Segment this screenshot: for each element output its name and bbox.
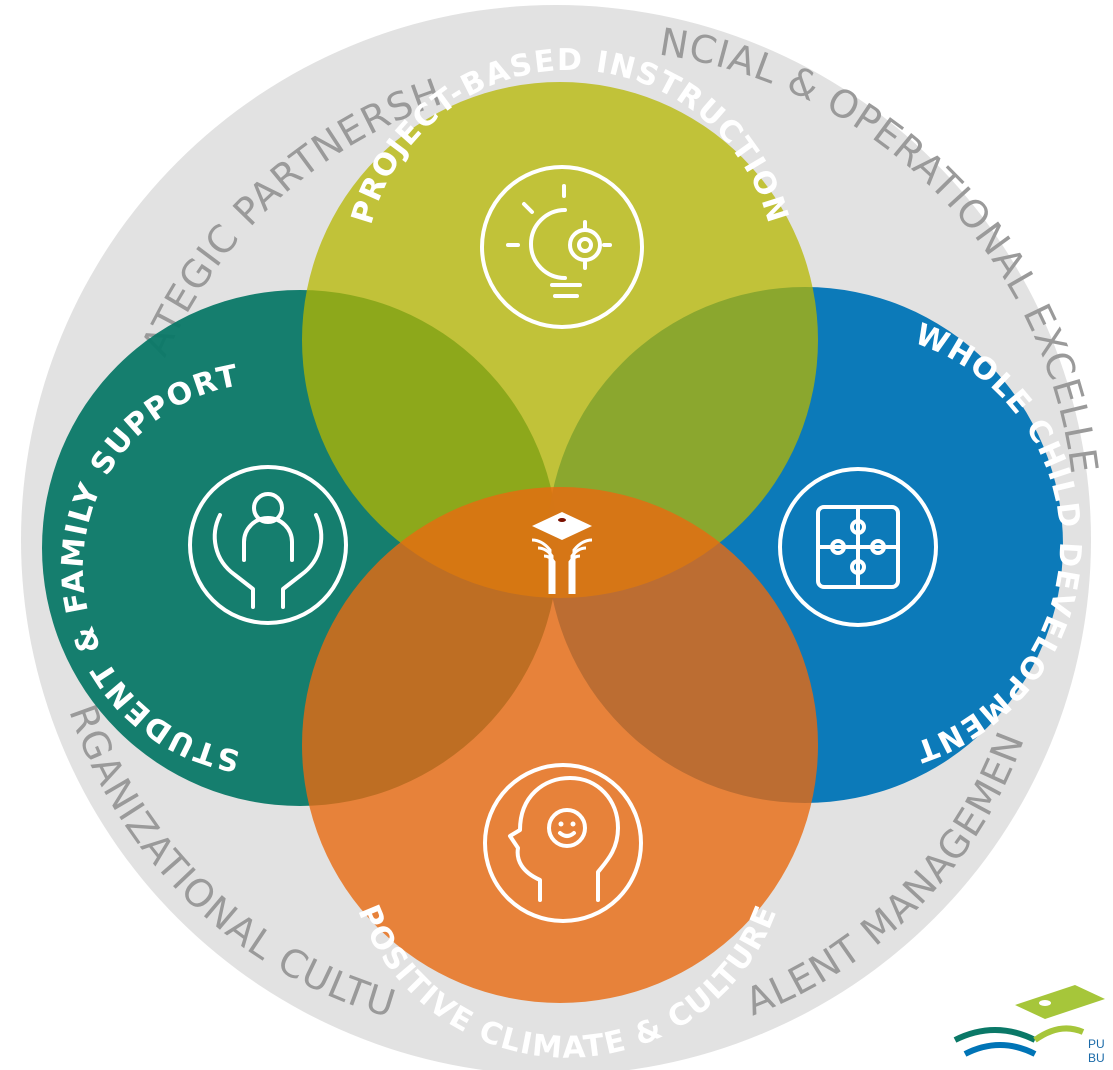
- circle-project-based-instruction: [302, 82, 818, 598]
- graduation-cap-icon: [531, 512, 593, 594]
- circle-positive-climate-culture: [302, 487, 818, 1003]
- head-smile-icon: [483, 763, 643, 923]
- lightbulb-gear-icon: [480, 165, 644, 329]
- graduation-cap-logo-icon: [953, 985, 1105, 1057]
- corner-logo: PU BU: [953, 985, 1105, 1065]
- puzzle-icon: [778, 467, 938, 627]
- logo-text-line1: PU: [1088, 1037, 1105, 1051]
- venn-circles: [42, 82, 1063, 1003]
- logo-text-line2: BU: [1088, 1051, 1105, 1065]
- hands-person-icon: [188, 465, 348, 625]
